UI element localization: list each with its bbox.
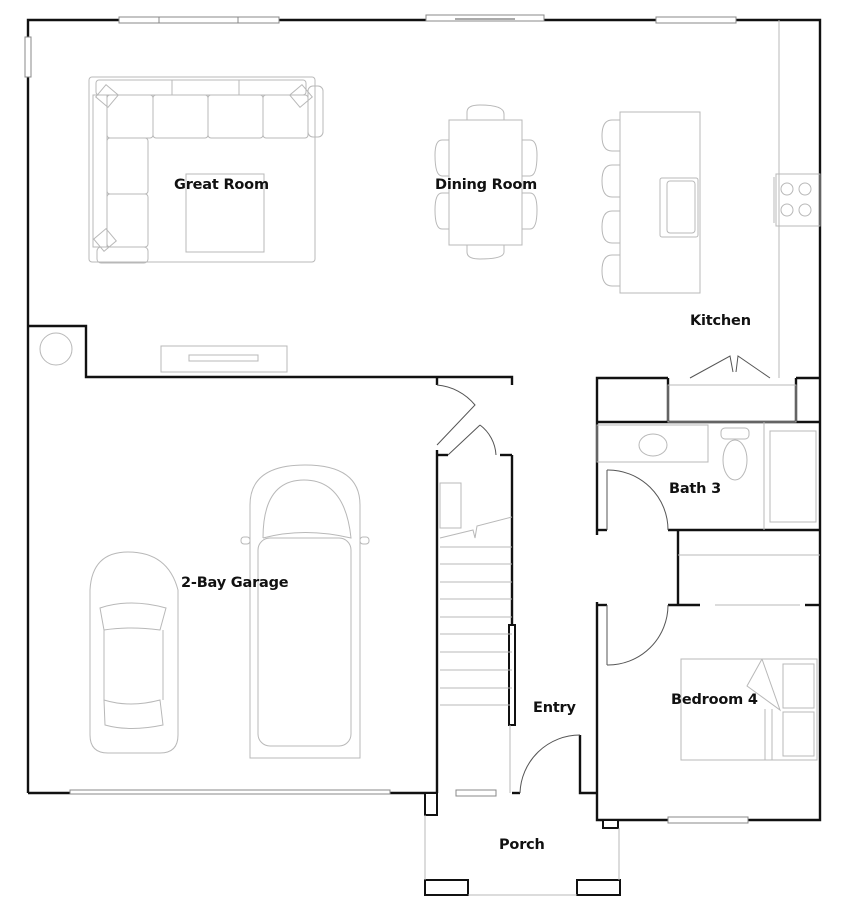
staircase xyxy=(439,482,513,793)
room-label-kitchen: Kitchen xyxy=(690,313,751,329)
dining-table xyxy=(434,104,538,260)
room-label-great-room: Great Room xyxy=(174,177,269,193)
plant xyxy=(39,332,73,366)
bath-fixtures xyxy=(596,422,817,530)
room-label-bath-3: Bath 3 xyxy=(669,481,722,497)
windows xyxy=(24,14,749,824)
car-sedan xyxy=(89,551,179,754)
room-label-entry: Entry xyxy=(533,700,576,716)
room-label-bedroom-4: Bedroom 4 xyxy=(671,692,758,708)
kitchen-counter xyxy=(773,20,821,378)
interior-walls xyxy=(28,324,820,896)
door-swings xyxy=(436,355,797,794)
coffee-table xyxy=(185,173,265,253)
room-label-porch: Porch xyxy=(499,837,545,853)
kitchen-island xyxy=(601,111,701,294)
room-label-dining-room: Dining Room xyxy=(435,177,538,193)
sofa-sectional xyxy=(88,76,324,264)
van xyxy=(240,464,370,759)
tv-console xyxy=(160,345,288,373)
room-label-garage: 2-Bay Garage xyxy=(181,575,289,591)
bed xyxy=(678,554,820,761)
